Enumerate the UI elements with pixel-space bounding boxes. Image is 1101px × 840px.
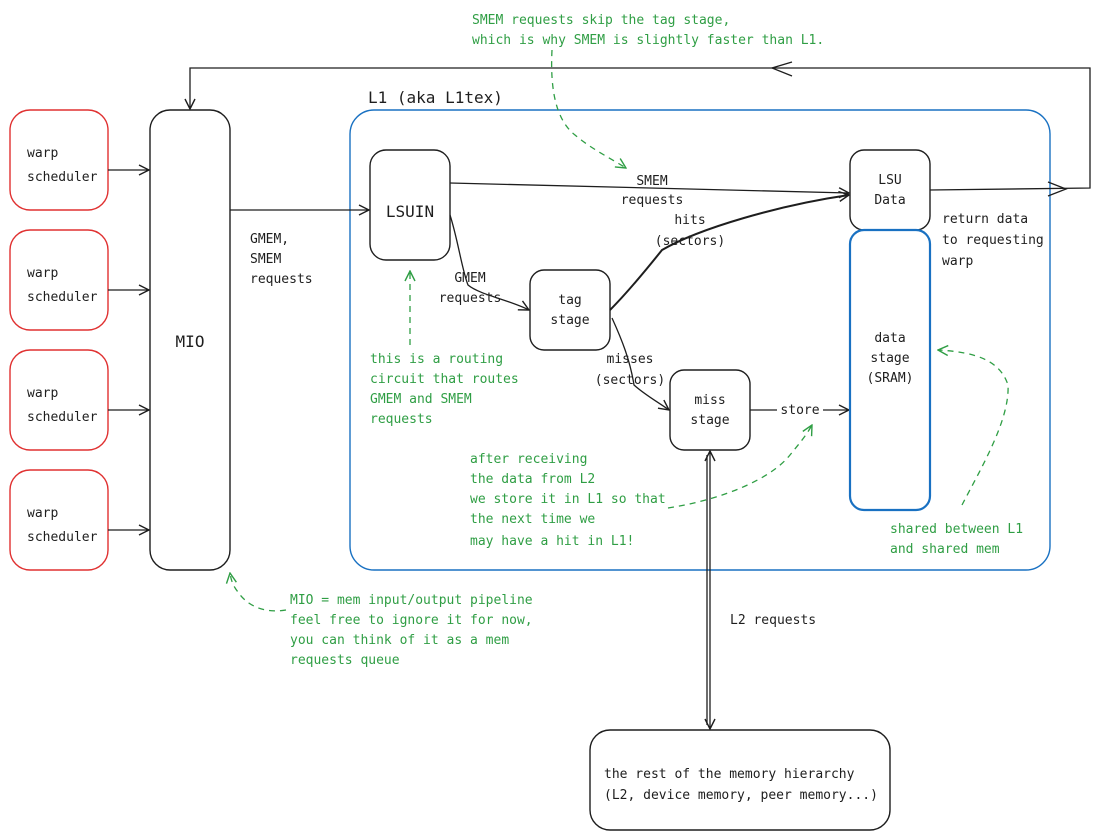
svg-text:(sectors): (sectors) bbox=[595, 373, 665, 388]
svg-text:GMEM: GMEM bbox=[454, 271, 485, 286]
misses-arrow bbox=[611, 317, 669, 410]
svg-text:requests: requests bbox=[621, 193, 684, 208]
hits-arrow bbox=[609, 195, 849, 311]
return-data-chevron-top bbox=[770, 61, 793, 77]
mio-note: MIO = mem input/output pipeline feel fre… bbox=[290, 593, 533, 668]
miss-stage-box: miss stage bbox=[669, 369, 751, 451]
svg-text:we store it in L1 so that: we store it in L1 so that bbox=[470, 492, 666, 507]
svg-text:stage: stage bbox=[550, 313, 589, 328]
smem-skip-note-arrow bbox=[550, 49, 626, 168]
hits-label: hits (sectors) bbox=[655, 213, 725, 249]
svg-text:data: data bbox=[874, 331, 905, 346]
svg-text:scheduler: scheduler bbox=[27, 290, 98, 305]
svg-text:warp: warp bbox=[27, 506, 58, 521]
svg-text:MIO = mem input/output pipelin: MIO = mem input/output pipeline bbox=[290, 593, 533, 608]
svg-text:shared between L1: shared between L1 bbox=[890, 522, 1023, 537]
routing-note: this is a routing circuit that routes GM… bbox=[370, 352, 519, 427]
l2-requests-label: L2 requests bbox=[730, 613, 816, 628]
svg-text:stage: stage bbox=[870, 351, 909, 366]
svg-text:scheduler: scheduler bbox=[27, 410, 98, 425]
svg-text:MIO: MIO bbox=[176, 332, 205, 351]
svg-text:Data: Data bbox=[874, 193, 905, 208]
svg-text:feel free to ignore it for now: feel free to ignore it for now, bbox=[290, 613, 533, 628]
svg-text:which is why SMEM is slightly: which is why SMEM is slightly faster tha… bbox=[472, 33, 824, 48]
svg-text:(L2, device memory, peer memor: (L2, device memory, peer memory...) bbox=[604, 788, 878, 803]
svg-text:this is a routing: this is a routing bbox=[370, 352, 503, 367]
svg-text:warp: warp bbox=[27, 146, 58, 161]
l1-title: L1 (aka L1tex) bbox=[368, 88, 503, 107]
tag-stage-box: tag stage bbox=[529, 269, 611, 351]
shared-note-arrow bbox=[938, 350, 1009, 506]
smem-requests-label: SMEM requests bbox=[621, 174, 684, 208]
svg-text:the rest of the memory hierarc: the rest of the memory hierarchy bbox=[604, 767, 855, 782]
svg-text:GMEM and SMEM: GMEM and SMEM bbox=[370, 392, 472, 407]
svg-text:warp: warp bbox=[942, 254, 973, 269]
warp-scheduler-1: warp scheduler bbox=[9, 109, 109, 211]
svg-text:LSUIN: LSUIN bbox=[386, 202, 434, 221]
store-label: store bbox=[780, 403, 819, 418]
svg-text:may have a hit in L1!: may have a hit in L1! bbox=[470, 534, 634, 549]
svg-text:the next time we: the next time we bbox=[470, 512, 595, 527]
svg-text:circuit that routes: circuit that routes bbox=[370, 372, 519, 387]
svg-text:tag: tag bbox=[558, 293, 581, 308]
svg-text:SMEM: SMEM bbox=[250, 252, 281, 267]
mio-note-arrow bbox=[230, 573, 287, 612]
svg-text:misses: misses bbox=[607, 352, 654, 367]
smem-skip-note: SMEM requests skip the tag stage, which … bbox=[472, 13, 824, 48]
return-data-label: return data to requesting warp bbox=[942, 212, 1044, 269]
warp-scheduler-3: warp scheduler bbox=[9, 349, 109, 451]
warp-scheduler-2: warp scheduler bbox=[9, 229, 109, 331]
svg-text:to requesting: to requesting bbox=[942, 233, 1044, 248]
lsu-data-box: LSU Data bbox=[849, 149, 931, 231]
gmem-requests-arrow bbox=[449, 214, 529, 310]
after-receiving-note: after receiving the data from L2 we stor… bbox=[470, 452, 666, 549]
svg-text:you can think of it as a mem: you can think of it as a mem bbox=[290, 633, 509, 648]
mio-box: MIO bbox=[149, 109, 231, 571]
smem-requests-arrow bbox=[449, 182, 849, 193]
svg-text:requests: requests bbox=[370, 412, 433, 427]
svg-text:requests: requests bbox=[250, 272, 313, 287]
svg-text:warp: warp bbox=[27, 266, 58, 281]
memory-hierarchy-box: the rest of the memory hierarchy (L2, de… bbox=[589, 729, 891, 831]
return-data-chevron-right bbox=[1047, 181, 1068, 197]
svg-text:hits: hits bbox=[674, 213, 705, 228]
svg-text:GMEM,: GMEM, bbox=[250, 232, 289, 247]
svg-text:(sectors): (sectors) bbox=[655, 234, 725, 249]
svg-text:SMEM: SMEM bbox=[636, 174, 667, 189]
svg-text:return data: return data bbox=[942, 212, 1028, 227]
svg-text:the data from L2: the data from L2 bbox=[470, 472, 595, 487]
svg-text:and shared mem: and shared mem bbox=[890, 542, 1000, 557]
svg-text:stage: stage bbox=[690, 413, 729, 428]
l1-container bbox=[349, 109, 1051, 571]
svg-text:requests: requests bbox=[439, 291, 502, 306]
return-data-loop-arrow bbox=[190, 67, 1091, 191]
svg-text:scheduler: scheduler bbox=[27, 530, 98, 545]
shared-note: shared between L1 and shared mem bbox=[890, 522, 1023, 557]
svg-text:scheduler: scheduler bbox=[27, 170, 98, 185]
data-stage-box: data stage (SRAM) bbox=[848, 228, 932, 512]
misses-label: misses (sectors) bbox=[595, 352, 665, 388]
warp-scheduler-4: warp scheduler bbox=[9, 469, 109, 571]
gmem-smem-requests-label: GMEM, SMEM requests bbox=[250, 232, 313, 287]
svg-text:LSU: LSU bbox=[878, 173, 901, 188]
gmem-requests-label: GMEM requests bbox=[439, 271, 502, 306]
lsuin-box: LSUIN bbox=[369, 149, 451, 261]
svg-text:requests queue: requests queue bbox=[290, 653, 400, 668]
svg-text:warp: warp bbox=[27, 386, 58, 401]
after-receiving-note-arrow bbox=[667, 425, 812, 509]
store-label-bg bbox=[777, 400, 823, 418]
svg-text:after receiving: after receiving bbox=[470, 452, 587, 467]
svg-text:(SRAM): (SRAM) bbox=[867, 371, 914, 386]
svg-text:SMEM requests skip the tag sta: SMEM requests skip the tag stage, bbox=[472, 13, 730, 28]
svg-text:miss: miss bbox=[694, 393, 725, 408]
